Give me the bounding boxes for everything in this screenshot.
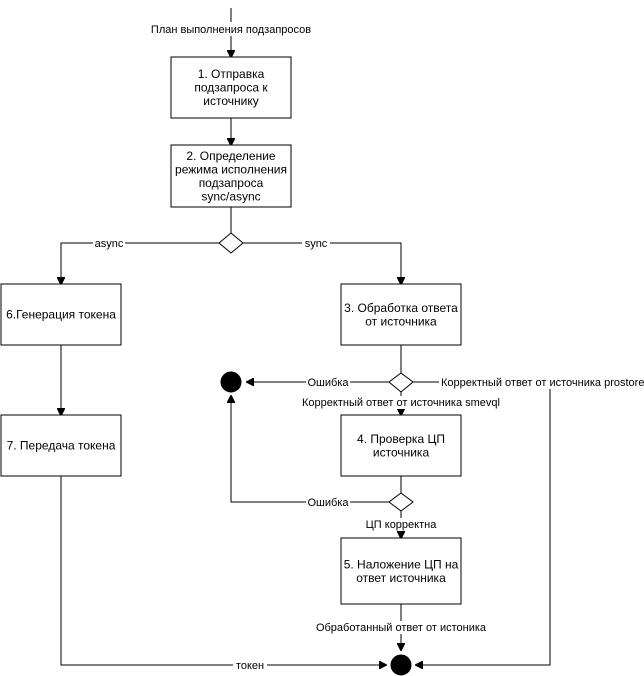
error1-label-group: Ошибка bbox=[306, 376, 350, 389]
sync-label-group: sync bbox=[302, 237, 330, 250]
cp-ok-label-group: ЦП корректна bbox=[364, 518, 438, 531]
node-text-line: подзапроса bbox=[199, 176, 264, 190]
plan-label-group: План выполнения подзапросов bbox=[146, 22, 316, 36]
decision-cp-diamond bbox=[388, 492, 414, 512]
node-text-line: от источника bbox=[365, 314, 437, 328]
cp-ok-label: ЦП корректна bbox=[366, 519, 438, 531]
processed-label: Обработанный ответ от истоника bbox=[316, 622, 487, 634]
processed-label-group: Обработанный ответ от истоника bbox=[315, 621, 487, 634]
node-text-line: 6.Генерация токена bbox=[6, 308, 116, 322]
error2-label: Ошибка bbox=[308, 497, 350, 509]
decision-mode-diamond bbox=[218, 232, 244, 254]
node-text-line: режима исполнения bbox=[175, 162, 287, 176]
edge-token-to-end bbox=[60, 476, 386, 665]
node-text-line: 7. Передача токена bbox=[7, 439, 116, 453]
error1-label: Ошибка bbox=[308, 377, 350, 389]
prostore-label: Корректный ответ от источника prostore bbox=[441, 377, 644, 389]
prostore-label-group: Корректный ответ от источника prostore bbox=[439, 376, 644, 389]
node-text-line: 5. Наложение ЦП на bbox=[344, 557, 459, 571]
decision-response-diamond bbox=[388, 372, 414, 393]
node-text-line: 3. Обработка ответа bbox=[344, 301, 458, 315]
node-text-line: источника bbox=[373, 445, 430, 459]
step7-text: 7. Передача токена bbox=[7, 439, 116, 453]
smevql-label-group: Корректный ответ от источника smevql bbox=[300, 396, 502, 409]
node-text-line: источнику bbox=[203, 94, 258, 108]
node-text-line: подзапроса к bbox=[194, 81, 268, 95]
async-label: async bbox=[95, 238, 124, 250]
token-label-group: токен bbox=[233, 659, 267, 672]
error2-label-group: Ошибка bbox=[306, 496, 350, 509]
sync-label: sync bbox=[305, 238, 328, 250]
token-label: токен bbox=[236, 660, 264, 672]
async-label-group: async bbox=[93, 237, 125, 250]
smevql-label: Корректный ответ от источника smevql bbox=[302, 397, 500, 409]
end-node bbox=[390, 654, 412, 676]
step7-node: 7. Передача токена bbox=[0, 414, 122, 477]
node-text-line: 4. Проверка ЦП bbox=[357, 432, 445, 446]
node-text-line: 1. Отправка bbox=[198, 67, 265, 81]
edge-async-to-step6 bbox=[61, 242, 219, 284]
step6-text: 6.Генерация токена bbox=[6, 308, 116, 322]
plan-label: План выполнения подзапросов bbox=[151, 24, 311, 36]
edge-sync-to-step3 bbox=[243, 242, 401, 284]
node-text-line: ответ источника bbox=[356, 571, 446, 585]
node-text-line: 2. Определение bbox=[186, 149, 276, 163]
error-stop-node bbox=[220, 371, 242, 393]
node-text-line: sync/async bbox=[201, 189, 260, 203]
step6-node: 6.Генерация токена bbox=[0, 283, 122, 346]
